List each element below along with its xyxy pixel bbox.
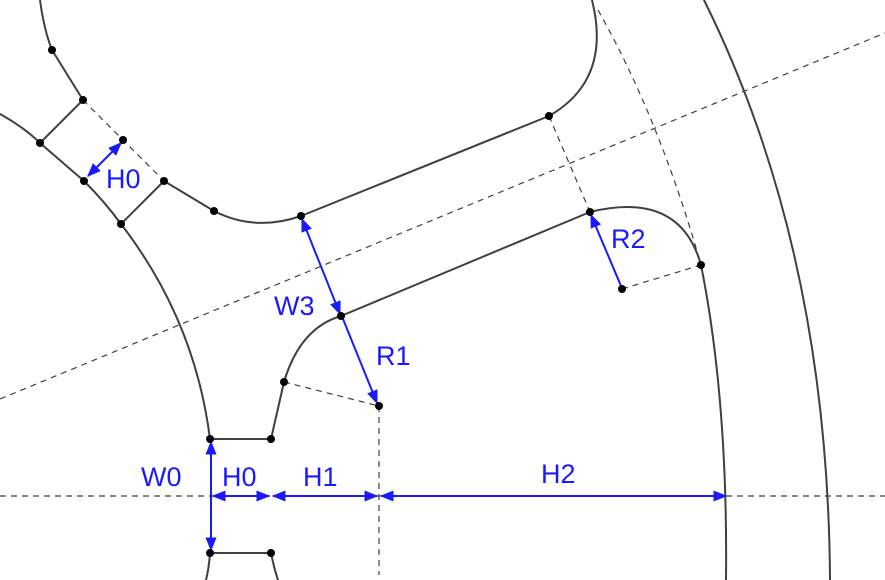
point	[545, 112, 553, 120]
r2-label: R2	[611, 224, 646, 254]
point	[267, 549, 275, 557]
point	[697, 261, 705, 269]
point	[119, 136, 127, 144]
h0-diagonal-arrow	[87, 142, 122, 177]
w3-label: W3	[274, 291, 315, 321]
r2-radius-line	[621, 264, 702, 290]
point	[375, 402, 383, 410]
dimension-labels: H0 W3 R1 R2 W0 H0 H1 H2	[106, 164, 646, 492]
slot-outer-boundary-inner	[700, 264, 728, 580]
opening-arc-left-bottom	[205, 552, 211, 580]
r1-arrow	[342, 318, 378, 405]
opening-arc-right-bottom	[270, 552, 279, 580]
h1-label: H1	[303, 462, 338, 492]
slot-upper-flank	[340, 211, 591, 317]
r1-radius-line	[283, 381, 380, 407]
bore-arc-upper	[0, 113, 41, 144]
h0-label: H0	[222, 462, 257, 492]
slot-r2-arc	[589, 206, 702, 266]
point	[48, 46, 56, 54]
point	[160, 177, 168, 185]
outer-boundary-arc	[703, 0, 831, 580]
w0-label: W0	[141, 462, 182, 492]
point	[337, 312, 345, 320]
dimension-arrows	[87, 142, 728, 552]
h0-diagonal-label: H0	[106, 164, 141, 194]
r1-label: R1	[376, 341, 411, 371]
upper-slot-left	[39, 0, 84, 101]
slot-outline	[0, 0, 831, 580]
r2-arrow	[590, 213, 622, 287]
construction-points	[36, 46, 705, 557]
point	[206, 435, 214, 443]
tooth-tip-edge-left	[39, 99, 84, 144]
point	[79, 96, 87, 104]
w3-arrow	[301, 217, 341, 316]
point	[206, 549, 214, 557]
upper-slot-end	[548, 0, 598, 117]
point	[210, 207, 218, 215]
h2-label: H2	[541, 459, 576, 489]
slot-left-edge	[270, 315, 342, 440]
bore-arc-lower	[39, 142, 211, 440]
tooth-tip-edge-right	[120, 180, 165, 225]
point	[80, 177, 88, 185]
point	[297, 212, 305, 220]
point	[586, 208, 594, 216]
upper-slot-flank	[300, 115, 550, 217]
point	[117, 220, 125, 228]
slot-symmetry-line	[0, 32, 885, 400]
point	[36, 139, 44, 147]
point	[618, 285, 626, 293]
point	[267, 435, 275, 443]
point	[280, 378, 288, 386]
construction-lines	[0, 9, 885, 575]
upper-slot-bottom	[163, 180, 302, 224]
